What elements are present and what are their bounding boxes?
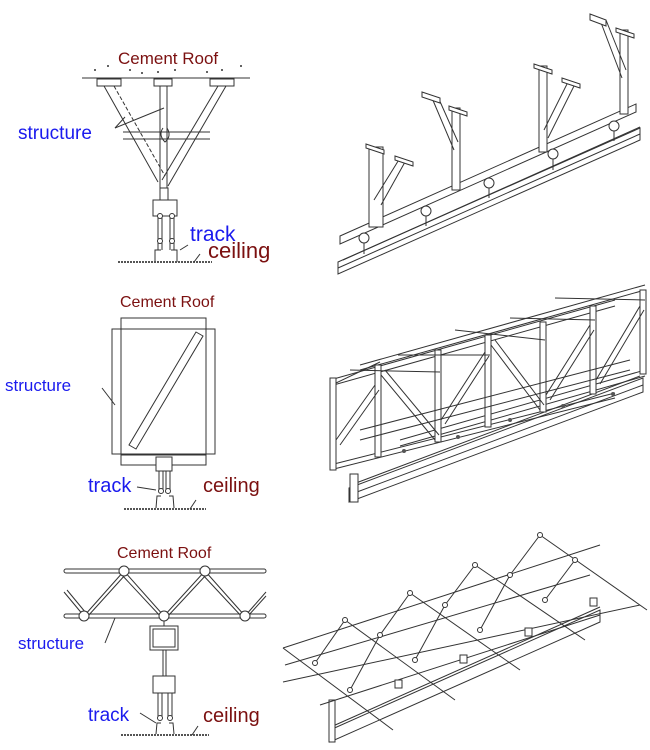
structure-label: structure [18,634,85,653]
diagonal-member [103,85,159,183]
y-brackets [365,13,635,228]
box-truss [329,284,647,471]
hanger-block [152,199,178,217]
leader-line [114,107,165,129]
diagonal-member [161,85,219,181]
beam [339,103,637,245]
space-frame-section-drawing [63,565,267,736]
cement-roof-label: Cement Roof [117,545,212,562]
ceiling-label: ceiling [208,238,271,263]
leader-line [101,387,116,406]
track-label: track [88,475,132,497]
space-frame [282,532,648,731]
diagonal-brace [128,331,204,450]
track-profile [155,722,175,735]
roof-plate [96,78,122,87]
cement-roof-label: Cement Roof [118,49,219,68]
track-profile [154,249,178,262]
ceiling-label: ceiling [203,475,260,497]
track-profile [155,495,175,509]
top-chord [63,568,267,574]
track-label: track [88,705,130,726]
structure-label: structure [5,376,72,395]
roof-plate [209,78,235,87]
concrete-dots [94,65,242,74]
track-label: track [190,223,236,246]
cement-roof-label: Cement Roof [120,294,215,311]
track-hangers [358,120,620,254]
ceiling-label: ceiling [203,705,260,727]
y-bracket-section-drawing [82,65,250,263]
node-balls [78,565,251,622]
structure-label: structure [18,123,92,144]
box-truss-section-drawing [101,317,216,510]
track-rail [329,609,601,743]
leader-line [104,617,116,644]
roof-plate [153,78,173,87]
